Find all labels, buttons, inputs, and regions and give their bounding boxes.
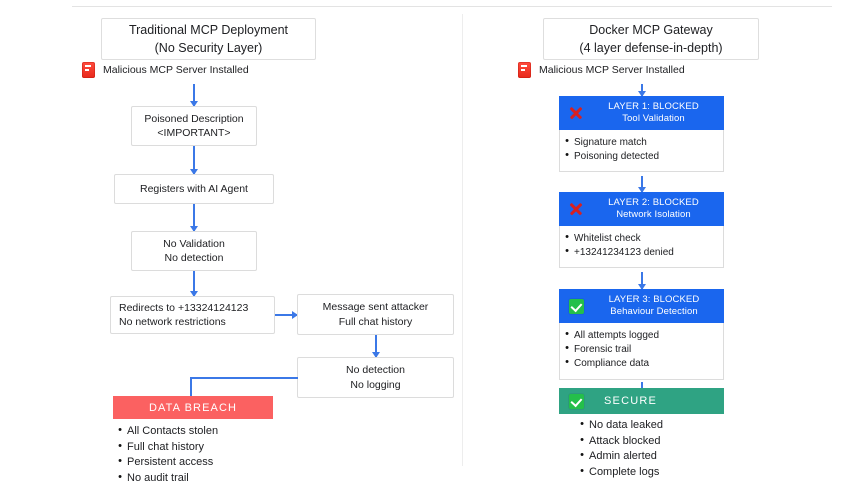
list-item: • Forensic trail	[560, 343, 723, 357]
malicious-server-icon	[82, 62, 95, 78]
list-item: • Whitelist check	[560, 232, 723, 246]
layer-2-body: • Whitelist check • +13241234123 denied	[559, 226, 724, 269]
layer-3-header: LAYER 3: BLOCKED Behaviour Detection	[559, 289, 724, 323]
bullet-icon: •	[565, 356, 569, 369]
list-item: • Admin alerted	[575, 449, 765, 465]
bullet-icon: •	[565, 231, 569, 243]
bullet-icon: •	[565, 135, 569, 147]
arrow-poisoned-to-registers	[193, 146, 195, 174]
list-item: • Attack blocked	[575, 434, 765, 450]
layer-1-card: LAYER 1: BLOCKED Tool Validation • Signa…	[559, 96, 724, 173]
list-item: • No data leaked	[575, 418, 765, 434]
bullet-icon: •	[565, 149, 569, 162]
top-divider	[72, 6, 832, 7]
bullet-icon: •	[118, 470, 122, 483]
list-item: • Full chat history	[113, 440, 343, 456]
bullet-icon: •	[118, 424, 122, 436]
list-item: • Persistent access	[113, 455, 343, 471]
bullet-icon: •	[565, 342, 569, 355]
x-mark-icon	[569, 106, 583, 120]
column-divider	[462, 14, 463, 466]
left-title-box: Traditional MCP Deployment (No Security …	[101, 18, 316, 60]
arrow-entry-to-layer1	[641, 84, 643, 96]
right-malicious-server-label: Malicious MCP Server Installed	[539, 64, 685, 76]
bullet-icon: •	[118, 439, 122, 452]
layer-2-card: LAYER 2: BLOCKED Network Isolation • Whi…	[559, 192, 724, 269]
layer-3-header-text: LAYER 3: BLOCKED Behaviour Detection	[608, 293, 700, 317]
arrow-registers-to-novalidation	[193, 204, 195, 231]
secure-banner-text: SECURE	[604, 394, 658, 407]
list-item: • All attempts logged	[560, 329, 723, 343]
layer-1-body: • Signature match • Poisoning detected	[559, 130, 724, 173]
list-item: • No audit trail	[113, 471, 343, 486]
secure-banner: SECURE	[559, 388, 724, 414]
secure-benefits-list: • No data leaked • Attack blocked • Admi…	[575, 418, 765, 480]
step-redirects: Redirects to +13324124123 No network res…	[110, 296, 275, 334]
arrow-novalidation-to-redirects	[193, 271, 195, 296]
arrow-layer1-to-layer2	[641, 176, 643, 192]
list-item: • Signature match	[560, 136, 723, 150]
bullet-icon: •	[565, 245, 569, 258]
right-title-box: Docker MCP Gateway (4 layer defense-in-d…	[543, 18, 759, 60]
secure-card: SECURE	[559, 388, 724, 414]
x-mark-icon	[569, 202, 583, 216]
left-malicious-server-label: Malicious MCP Server Installed	[103, 64, 249, 76]
layer-3-body: • All attempts logged • Forensic trail •…	[559, 323, 724, 380]
bullet-icon: •	[580, 464, 584, 477]
layer-2-header: LAYER 2: BLOCKED Network Isolation	[559, 192, 724, 226]
arrow-entry-to-poisoned	[193, 84, 195, 106]
step-no-detection-no-logging: No detection No logging	[297, 357, 454, 398]
check-mark-icon	[569, 393, 584, 409]
step-poisoned-description: Poisoned Description <IMPORTANT>	[131, 106, 257, 146]
bullet-icon: •	[580, 433, 584, 446]
list-item: • Complete logs	[575, 465, 765, 481]
right-malicious-server-row: Malicious MCP Server Installed	[518, 62, 685, 78]
malicious-server-icon	[518, 62, 531, 78]
bullet-icon: •	[565, 328, 569, 340]
arrow-layer2-to-layer3	[641, 272, 643, 289]
arrow-message-to-nodetection	[375, 335, 377, 357]
list-item: • All Contacts stolen	[113, 424, 343, 440]
layer-2-list: • Whitelist check • +13241234123 denied	[560, 232, 723, 260]
bullet-icon: •	[118, 455, 122, 468]
left-malicious-server-row: Malicious MCP Server Installed	[82, 62, 249, 78]
check-mark-icon	[569, 298, 584, 314]
bullet-icon: •	[580, 449, 584, 462]
list-item: • Compliance data	[560, 357, 723, 371]
layer-3-list: • All attempts logged • Forensic trail •…	[560, 329, 723, 372]
list-item: • +13241234123 denied	[560, 246, 723, 260]
list-item: • Poisoning detected	[560, 150, 723, 164]
step-no-validation: No Validation No detection	[131, 231, 257, 271]
step-registers-with-agent: Registers with AI Agent	[114, 174, 274, 204]
layer-3-card: LAYER 3: BLOCKED Behaviour Detection • A…	[559, 289, 724, 380]
layer-2-header-text: LAYER 2: BLOCKED Network Isolation	[608, 196, 699, 220]
layer-1-header-text: LAYER 1: BLOCKED Tool Validation	[608, 100, 699, 124]
arrow-redirects-to-message	[275, 314, 297, 316]
layer-1-header: LAYER 1: BLOCKED Tool Validation	[559, 96, 724, 130]
bullet-icon: •	[580, 418, 584, 430]
step-message-sent-attacker: Message sent attacker Full chat history	[297, 294, 454, 335]
data-breach-banner: DATA BREACH	[113, 396, 273, 419]
layer-1-list: • Signature match • Poisoning detected	[560, 136, 723, 164]
